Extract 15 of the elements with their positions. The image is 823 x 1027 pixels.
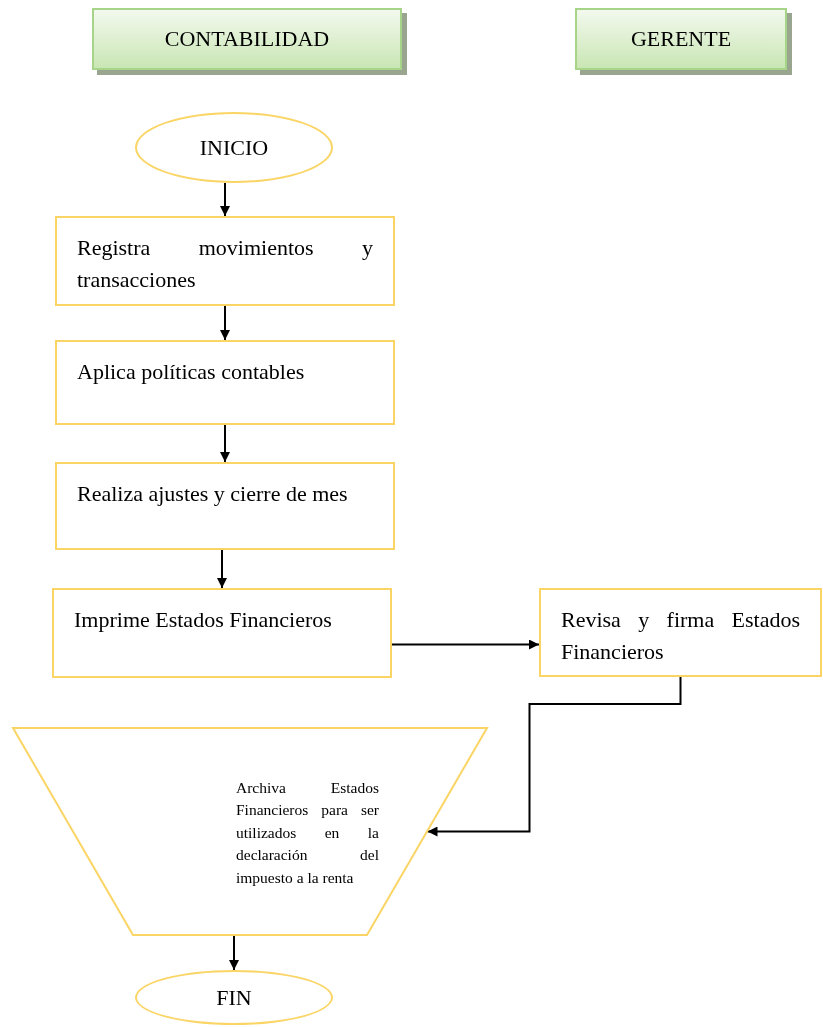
arrow: [220, 182, 230, 217]
arrow: [217, 549, 227, 589]
step-text: Archiva Estados Financieros para ser utilizados en la declaración del impuesto a la renta: [236, 778, 379, 888]
arrow: [391, 639, 540, 650]
terminator-oval: INICIO: [135, 112, 333, 183]
process-box: Realiza ajustes y cierre de mes: [55, 462, 395, 550]
process-box: Imprime Estados Financieros: [52, 588, 392, 678]
arrow: [220, 424, 230, 463]
arrow: [220, 305, 230, 341]
arrow: [229, 935, 239, 971]
process-box: Registra movimientos y transacciones: [55, 216, 395, 306]
process-box: Revisa y firma Estados Financieros: [539, 588, 822, 677]
process-box: Aplica políticas contables: [55, 340, 395, 425]
terminator-oval: FIN: [135, 970, 333, 1025]
arrow: [426, 676, 682, 837]
